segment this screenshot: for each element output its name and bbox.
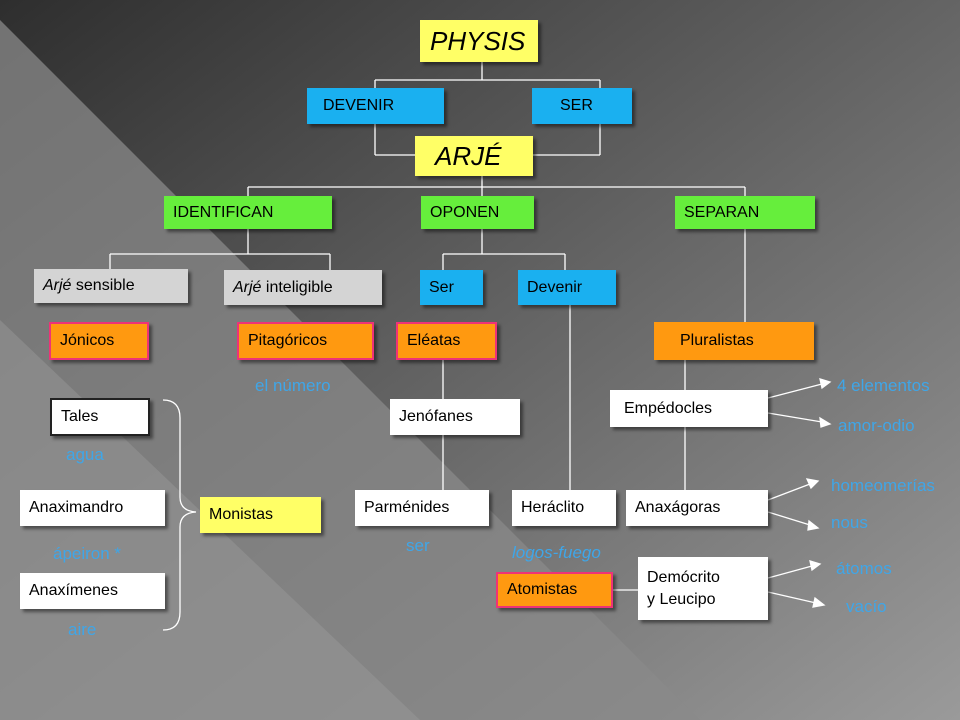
arje-label: ARJÉ xyxy=(435,140,502,171)
ser-sub-label: Ser xyxy=(429,278,454,296)
atomistas-box: Atomistas xyxy=(496,572,613,608)
pitagoricos-label: Pitagóricos xyxy=(248,332,328,349)
heraclito-label: Heráclito xyxy=(521,499,585,516)
oponen-label: OPONEN xyxy=(430,203,500,221)
monistas-box: Monistas xyxy=(200,497,321,533)
tales-box: Tales xyxy=(50,398,150,436)
identifican-label: IDENTIFICAN xyxy=(173,203,274,221)
heraclito-box: Heráclito xyxy=(512,490,616,526)
empedocles-box: Empédocles xyxy=(610,390,768,427)
amor-odio-annotation: amor-odio xyxy=(838,416,915,435)
tales-label: Tales xyxy=(61,408,99,425)
arje-inteligible-italic: Arjé xyxy=(233,278,262,296)
arje-sensible-box: Arjé sensible xyxy=(34,269,188,303)
ser-box: SER xyxy=(532,88,632,124)
arje-inteligible-label: inteligible xyxy=(261,278,333,296)
separan-label: SEPARAN xyxy=(684,203,760,221)
el-numero-annotation: el número xyxy=(255,376,331,395)
agua-annotation: agua xyxy=(66,445,104,464)
physis-box: PHYSIS xyxy=(420,20,538,62)
pitagoricos-box: Pitagóricos xyxy=(237,322,374,360)
democrito-line-2: y Leucipo xyxy=(647,590,716,608)
homeomerias-annotation: homeomerías xyxy=(831,476,935,495)
nous-annotation: nous xyxy=(831,513,868,532)
ser-annotation: ser xyxy=(406,536,430,555)
parmenides-box: Parménides xyxy=(355,490,489,526)
parmenides-label: Parménides xyxy=(364,499,450,516)
anaximandro-box: Anaximandro xyxy=(20,490,165,526)
arje-box: ARJÉ xyxy=(415,136,533,176)
identifican-box: IDENTIFICAN xyxy=(164,196,332,229)
jenofanes-box: Jenófanes xyxy=(390,399,520,435)
jonicos-box: Jónicos xyxy=(49,322,149,360)
democrito-line-1: Demócrito xyxy=(647,568,720,586)
vacio-annotation: vacío xyxy=(846,597,887,616)
physis-label: PHYSIS xyxy=(430,25,526,56)
devenir-sub-label: Devenir xyxy=(527,278,583,296)
anaxagoras-box: Anaxágoras xyxy=(626,490,768,526)
democrito-text: Demócrito y Leucipo xyxy=(647,567,720,611)
apeiron-annotation: ápeiron * xyxy=(53,544,122,563)
devenir-box: DEVENIR xyxy=(307,88,444,124)
ser-sub-box: Ser xyxy=(420,270,483,305)
pluralistas-label: Pluralistas xyxy=(680,332,754,349)
separan-box: SEPARAN xyxy=(675,196,815,229)
anaximenes-label: Anaxímenes xyxy=(29,582,118,599)
jenofanes-label: Jenófanes xyxy=(399,408,473,425)
monistas-label: Monistas xyxy=(209,506,274,523)
pluralistas-box: Pluralistas xyxy=(654,322,814,360)
oponen-box: OPONEN xyxy=(421,196,534,229)
jonicos-label: Jónicos xyxy=(60,332,115,349)
logos-fuego-annotation: logos-fuego xyxy=(512,543,601,562)
anaximenes-box: Anaxímenes xyxy=(20,573,165,609)
devenir-sub-box: Devenir xyxy=(518,270,616,305)
arje-sensible-label: sensible xyxy=(71,277,135,294)
empedocles-label: Empédocles xyxy=(624,399,713,417)
eleatas-box: Eléatas xyxy=(396,322,497,360)
arje-inteligible-box: Arjé inteligible xyxy=(224,270,382,305)
anaxagoras-label: Anaxágoras xyxy=(635,499,721,516)
anaximandro-label: Anaximandro xyxy=(29,499,124,516)
arje-sensible-italic: Arjé xyxy=(43,277,72,294)
ser-label: SER xyxy=(560,97,593,114)
devenir-label: DEVENIR xyxy=(323,97,395,114)
democrito-box: Demócrito y Leucipo xyxy=(638,557,768,620)
cuatro-elementos-annotation: 4 elementos xyxy=(837,376,930,395)
eleatas-label: Eléatas xyxy=(407,332,461,349)
atomos-annotation: átomos xyxy=(836,559,892,578)
aire-annotation: aire xyxy=(68,620,97,639)
atomistas-label: Atomistas xyxy=(507,581,578,598)
